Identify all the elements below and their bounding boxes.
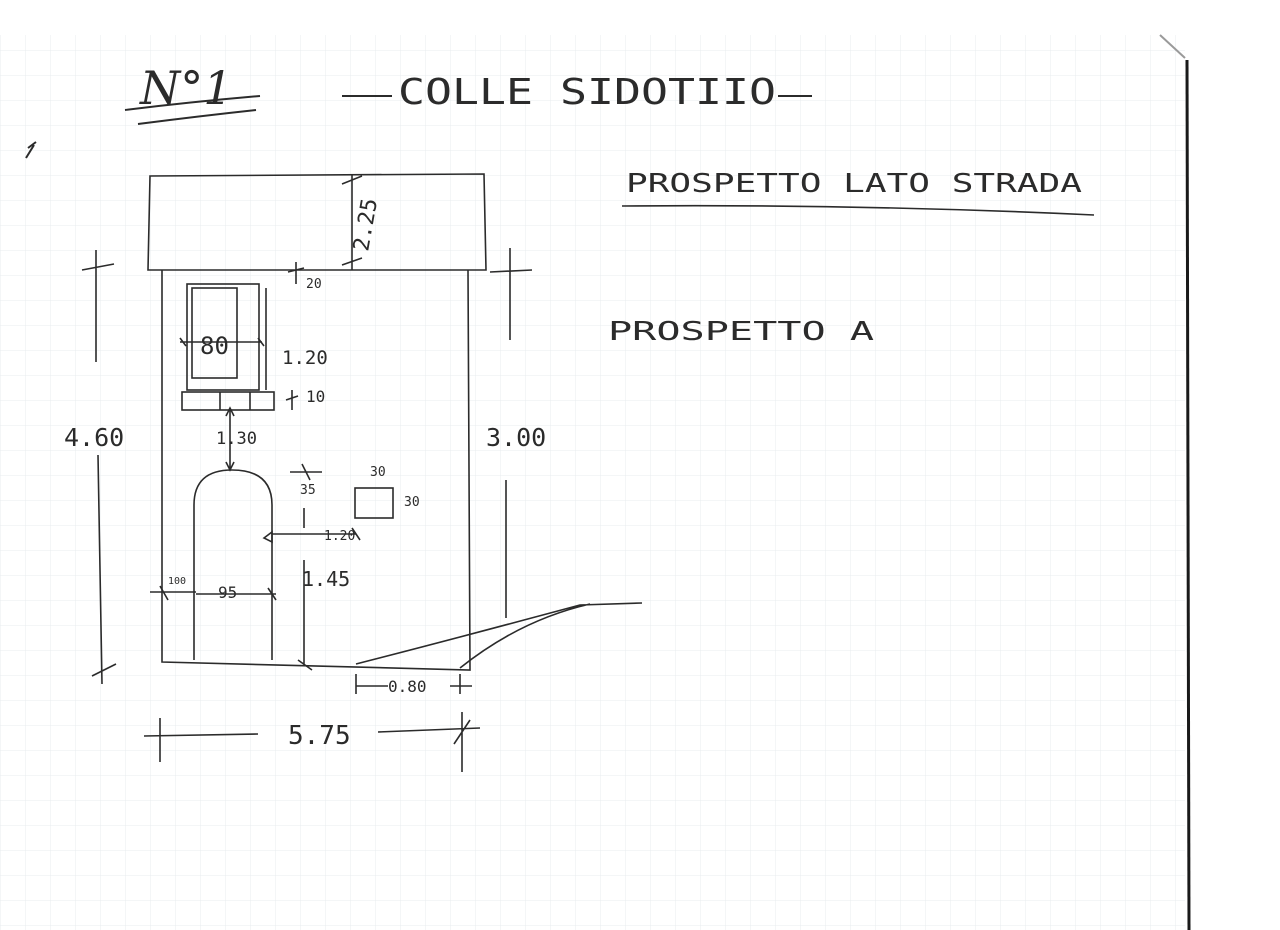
window-frame bbox=[186, 283, 260, 391]
sheet-number-underline bbox=[124, 95, 261, 125]
window-sill bbox=[181, 391, 275, 411]
label-vent-offset-side: 1.20 bbox=[324, 529, 355, 544]
label-door-width: 95 bbox=[218, 583, 237, 602]
facade-outline bbox=[161, 269, 471, 671]
site-title: COLLE SIDOTIIO bbox=[398, 72, 776, 113]
label-vent-height: 30 bbox=[404, 495, 420, 510]
pen-mark bbox=[25, 141, 37, 159]
dim-vent-offset-top bbox=[290, 463, 322, 481]
dim-left-total bbox=[81, 250, 117, 685]
dim-door-left bbox=[150, 585, 196, 601]
sheet-number-group: N°1 bbox=[124, 61, 261, 125]
label-window-height: 1.20 bbox=[282, 347, 328, 369]
elevation-drawing bbox=[81, 173, 643, 772]
label-door-left-margin: 100 bbox=[168, 576, 186, 587]
dim-door-width bbox=[196, 587, 277, 601]
view-title: PROSPETTO LATO STRADA bbox=[626, 169, 1082, 199]
next-view-label: PROSPETTO A bbox=[608, 317, 875, 347]
label-window-top-offset: 20 bbox=[306, 277, 322, 292]
dim-sill-to-arch bbox=[225, 406, 235, 472]
dim-window-top bbox=[287, 262, 305, 284]
next-view-group: PROSPETTO A bbox=[608, 317, 875, 347]
dim-window-width bbox=[179, 337, 265, 347]
label-bottom-right-segment: 0.80 bbox=[388, 677, 427, 696]
dim-vent-offset-side bbox=[272, 508, 361, 541]
dim-sill bbox=[285, 390, 299, 410]
vent-opening bbox=[354, 487, 394, 519]
label-door-height: 1.45 bbox=[302, 567, 350, 591]
arched-door bbox=[193, 469, 273, 660]
window-pane bbox=[191, 287, 238, 379]
folded-corner bbox=[1159, 34, 1186, 59]
door-handle bbox=[262, 530, 273, 544]
label-sill-thickness: 10 bbox=[306, 387, 325, 406]
label-sill-to-arch: 1.30 bbox=[216, 429, 257, 449]
terrain-line bbox=[355, 602, 643, 669]
label-left-total-height: 4.60 bbox=[64, 423, 124, 452]
label-window-width: 80 bbox=[200, 332, 229, 360]
paper-edge bbox=[1185, 59, 1191, 930]
label-right-wall-height: 3.00 bbox=[486, 423, 546, 452]
dim-bottom-right bbox=[355, 674, 472, 694]
dim-right-wall bbox=[489, 248, 533, 618]
dim-total-width bbox=[143, 712, 481, 772]
view-title-group: PROSPETTO LATO STRADA bbox=[621, 169, 1095, 216]
cornice-band bbox=[147, 173, 487, 271]
grid-paper bbox=[0, 35, 1185, 930]
label-vent-offset-top: 35 bbox=[300, 483, 316, 498]
site-title-group: COLLE SIDOTIIO bbox=[342, 72, 812, 113]
label-vent-width: 30 bbox=[370, 465, 386, 480]
dimension-labels: 2.25 20 80 1.20 10 1.30 4.60 3.00 30 30 … bbox=[64, 197, 546, 751]
view-title-underline bbox=[621, 204, 1095, 216]
label-total-width: 5.75 bbox=[288, 721, 351, 751]
dim-cornice bbox=[341, 175, 363, 270]
dim-door-height bbox=[297, 560, 313, 671]
